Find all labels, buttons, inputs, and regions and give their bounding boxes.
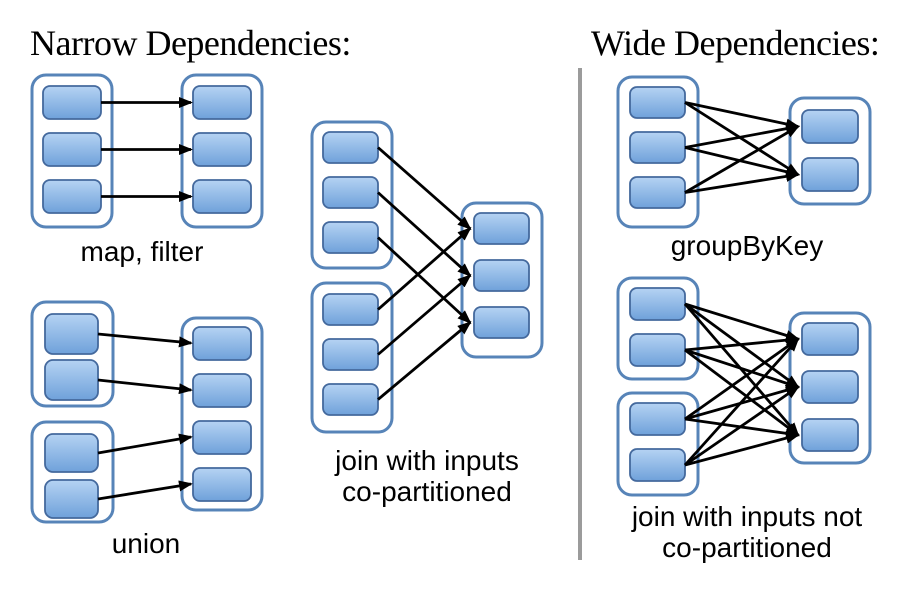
partition-box [192,467,252,502]
dependency-arrow [377,274,472,356]
partition-box [473,259,530,292]
dependency-arrow [684,337,800,421]
wide-dependencies-title: Wide Dependencies: [591,23,880,63]
dependency-arrow [377,227,472,311]
join-co-partitioned-label-line1: join with inputs [335,445,519,476]
dependency-arrow [684,170,800,194]
partition-box [192,373,252,408]
map-filter-label: map, filter [80,236,204,267]
partition-box [801,418,859,452]
dependency-arrow [97,480,193,501]
union-label: union [111,528,181,559]
dependency-arrow [377,236,472,324]
partition-box [629,333,686,367]
partition-box [629,448,686,482]
partition-box [801,157,859,192]
join-co-partitioned-label: join with inputs co-partitioned [307,445,547,507]
partition-box [192,326,252,361]
partition-box [42,179,102,214]
join-co-partitioned-label-line2: co-partitioned [342,476,512,507]
dependency-arrow [684,123,800,149]
partition-box [629,131,686,164]
partition-box [629,402,686,436]
dependency-arrow [377,146,472,230]
partition-box [629,86,686,119]
partition-box [42,85,102,120]
dependency-arrow [377,321,472,401]
partition-box [192,420,252,455]
dependency-arrow [684,334,800,352]
diagram-join-co-partitioned [310,120,544,434]
partition-box [44,433,99,473]
narrow-dependencies-title: Narrow Dependencies: [30,23,351,63]
diagram-map-filter [30,73,264,229]
dependency-arrow [97,433,193,455]
partition-box [322,131,379,164]
dependency-arrow [97,332,193,348]
dependency-arrow [684,348,800,437]
join-not-co-partitioned-label-line2: co-partitioned [662,532,832,563]
partition-box [44,479,99,519]
dependency-arrow [683,337,800,466]
partition-box [801,370,859,404]
dependency-arrow [684,101,800,130]
dependency-arrow [684,348,800,389]
partition-box [473,212,530,245]
dependency-arrow [684,432,800,467]
partition-box [629,176,686,209]
diagram-group-by-key [616,75,872,229]
partition-box [322,221,379,254]
dependency-arrow [684,101,800,176]
partition-box [322,383,379,416]
partition-box [192,132,252,167]
diagram-union [30,300,264,524]
join-not-co-partitioned-label: join with inputs not co-partitioned [612,501,882,563]
partition-box [192,85,252,120]
diagram-join-not-co-partitioned [616,276,872,497]
join-not-co-partitioned-label-line1: join with inputs not [631,501,863,532]
dependency-arrow [684,302,800,341]
partition-box [322,293,379,326]
dependency-arrow [684,125,800,194]
group-by-key-label: groupByKey [670,230,824,261]
partition-box [42,132,102,167]
partition-box [322,176,379,209]
dependency-arrow [377,191,472,277]
partition-box [473,306,530,339]
partition-box [44,359,99,401]
dependency-arrow [97,378,193,395]
partition-box [629,287,686,321]
partition-box [44,313,99,355]
partition-box [192,179,252,214]
rdd-container [180,316,264,512]
partition-box [801,109,859,144]
dependency-arrow [684,385,800,467]
partition-box [801,322,859,356]
partition-box [322,338,379,371]
